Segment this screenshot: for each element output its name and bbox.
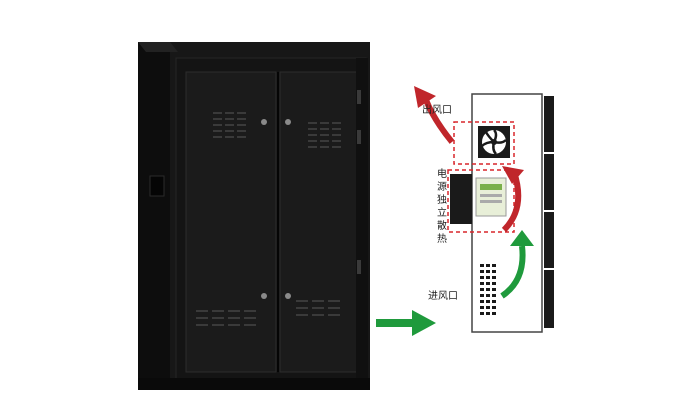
power-cooling-label: 电源独立散热	[437, 169, 447, 245]
air-inlet-label: 进风口	[428, 291, 458, 302]
airflow-diagram	[414, 86, 554, 333]
air-outlet-label: 出风口	[422, 105, 452, 116]
flow-arrow-icon	[376, 310, 436, 336]
led-cabinet-image	[138, 42, 370, 390]
